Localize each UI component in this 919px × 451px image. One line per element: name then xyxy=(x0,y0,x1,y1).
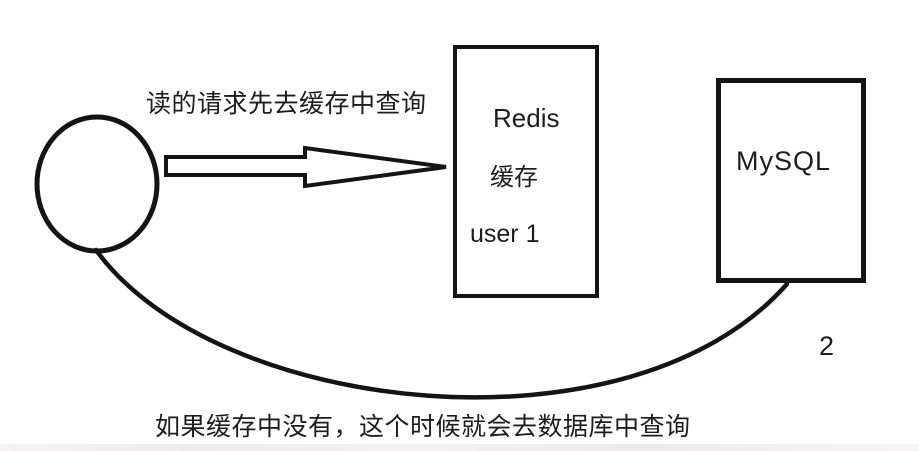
redis-node-box: Redis 缓存 user 1 xyxy=(453,45,599,298)
mysql-node-box: MySQL xyxy=(716,78,866,283)
client-circle-shape xyxy=(34,114,160,254)
read-request-arrow xyxy=(164,145,447,189)
bottom-caption: 如果缓存中没有，这个时候就会去数据库中查询 xyxy=(155,413,691,441)
top-caption: 读的请求先去缓存中查询 xyxy=(146,90,427,118)
mysql-label: MySQL xyxy=(736,146,832,176)
bottom-artifact-band xyxy=(0,444,919,451)
cache-miss-curve xyxy=(93,247,790,400)
step-2-label: 2 xyxy=(819,331,835,361)
redis-label: Redis xyxy=(493,103,560,133)
redis-user1-label: user 1 xyxy=(470,220,540,248)
redis-cache-label: 缓存 xyxy=(490,164,538,191)
